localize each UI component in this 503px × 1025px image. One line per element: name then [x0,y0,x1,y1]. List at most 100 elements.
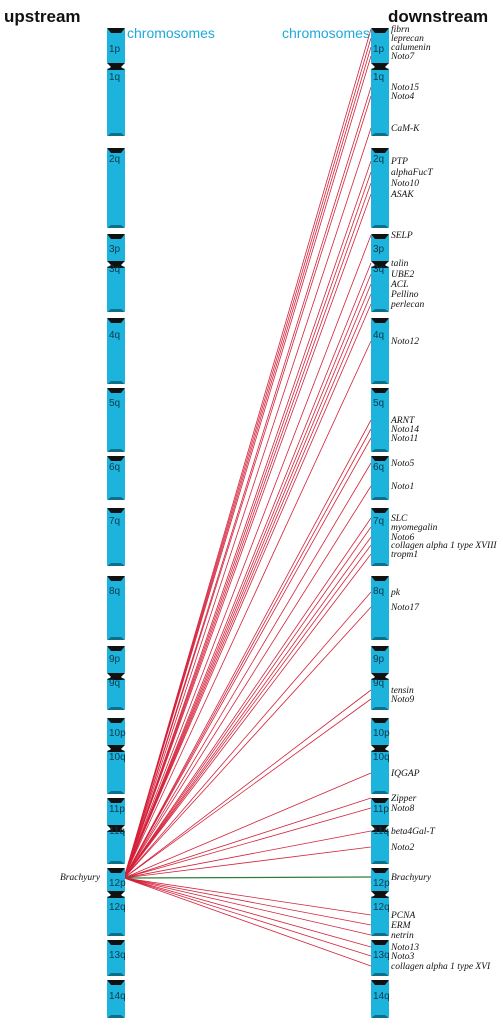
telomere-band [371,973,389,976]
telomere-band [371,133,389,136]
gene-label-pcna: PCNA [390,911,415,921]
edge-to-pcna [123,877,372,916]
gene-label-perlecan: perlecan [390,300,424,310]
telomere-band [107,318,125,323]
gene-label-noto9: Noto9 [390,695,414,705]
chromosome-arm-2q [107,148,125,228]
edge-to-noto17 [123,606,372,879]
gene-label-pk: pk [390,588,401,598]
downstream-segment-label-10q: 10q [373,752,390,763]
telomere-band [371,225,389,228]
chromosome-arm-10p [107,718,125,746]
chromosome-arm-1q [371,68,389,136]
chromosome-arm-2q [371,148,389,228]
telomere-band [371,576,389,581]
gene-label-cam-k: CaM-K [391,124,420,134]
telomere-band [371,980,389,985]
telomere-band [107,861,125,864]
downstream-gene-labels: fibrnleprecancalumeninNoto7Noto15Noto4Ca… [390,24,497,972]
edge-to-noto5 [123,462,372,879]
chromosome-arm-10p [371,718,389,746]
chromosome-arm-12q [371,896,389,936]
chromosome-arm-9q [371,678,389,710]
chromosome-arm-13q [107,940,125,976]
edge-to-noto14 [123,428,372,879]
source-gene-label: Brachyury [60,873,101,883]
upstream-segment-label-13q: 13q [109,950,126,961]
gene-label-noto1: Noto1 [390,482,414,492]
telomere-band [107,791,125,794]
chromosome-arm-11p [107,798,125,826]
centromere-band [107,825,125,832]
telomere-band [107,718,125,723]
upstream-segment-label-10p: 10p [109,728,126,739]
telomere-band [107,940,125,945]
upstream-segment-label-1q: 1q [109,72,120,83]
edge-to-pk [123,591,372,879]
telomere-band [107,148,125,153]
gene-label-fibrn: fibrn [391,24,410,35]
downstream-segment-label-11p: 11p [373,804,389,815]
downstream-segment-label-7q: 7q [373,516,384,527]
edge-to-myomegalin [123,526,372,879]
edge-to-noto2 [123,846,372,879]
chromosome-arm-11q [107,830,125,864]
downstream-segment-label-4q: 4q [373,330,384,341]
chromosome-arm-9p [107,646,125,674]
telomere-band [371,563,389,566]
centromere-band [107,891,125,898]
edge-to-noto12 [123,340,372,879]
edge-to-zipper [123,797,372,879]
chromosome-arm-5q [371,388,389,452]
telomere-band [107,637,125,640]
gene-label-noto13: Noto13 [390,943,419,953]
upstream-segment-label-3p: 3p [109,244,121,255]
gene-label-noto11: Noto11 [390,434,418,444]
chromosome-arm-10q [107,750,125,794]
centromere-band [107,63,125,70]
gene-label-pellino: Pellino [390,290,419,300]
centromere-band [107,261,125,268]
downstream-segment-label-10p: 10p [373,728,390,739]
chromosome-arm-1p [107,28,125,64]
chromosome-arm-7q [371,508,389,566]
edge-to-noto6 [123,536,372,879]
gene-label-calumenin: calumenin [391,43,431,53]
telomere-band [371,707,389,710]
gene-label-noto2: Noto2 [390,843,414,853]
centromere-band [371,63,389,70]
edge-to-selp [123,234,372,879]
telomere-band [371,861,389,864]
chromosome-arm-1q [107,68,125,136]
edge-to-noto9 [123,698,372,879]
chromosome-arm-7q [107,508,125,566]
telomere-band [107,973,125,976]
gene-label-brachyury: Brachyury [391,873,432,883]
chromosome-arm-12p [371,868,389,892]
chromosome-arm-12p [107,868,125,892]
telomere-band [371,148,389,153]
centromere-band [371,825,389,832]
chromosome-arm-8q [107,576,125,640]
edge-to-noto4 [123,95,372,879]
upstream-segment-label-7q: 7q [109,516,120,527]
gene-label-arnt: ARNT [390,416,415,426]
gene-label-noto4: Noto4 [390,92,414,102]
telomere-band [107,449,125,452]
chromosome-arm-11q [371,830,389,864]
gene-label-talin: talin [391,259,409,269]
upstream-header: upstream [4,7,81,26]
gene-label-asak: ASAK [390,190,414,200]
gene-label-erm: ERM [390,921,412,931]
edge-to-collagen-alpha-1-type-xviii [123,544,372,879]
gene-label-noto3: Noto3 [390,952,414,962]
chromosome-arm-6q [371,456,389,500]
chromosome-arm-4q [371,318,389,384]
gene-label-beta4gal-t: beta4Gal-T [391,827,436,837]
edge-to-arnt [123,419,372,879]
telomere-band [107,563,125,566]
gene-label-acl: ACL [390,280,408,290]
edge-to-ptp [123,160,372,879]
gene-label-leprecan: leprecan [391,34,424,44]
